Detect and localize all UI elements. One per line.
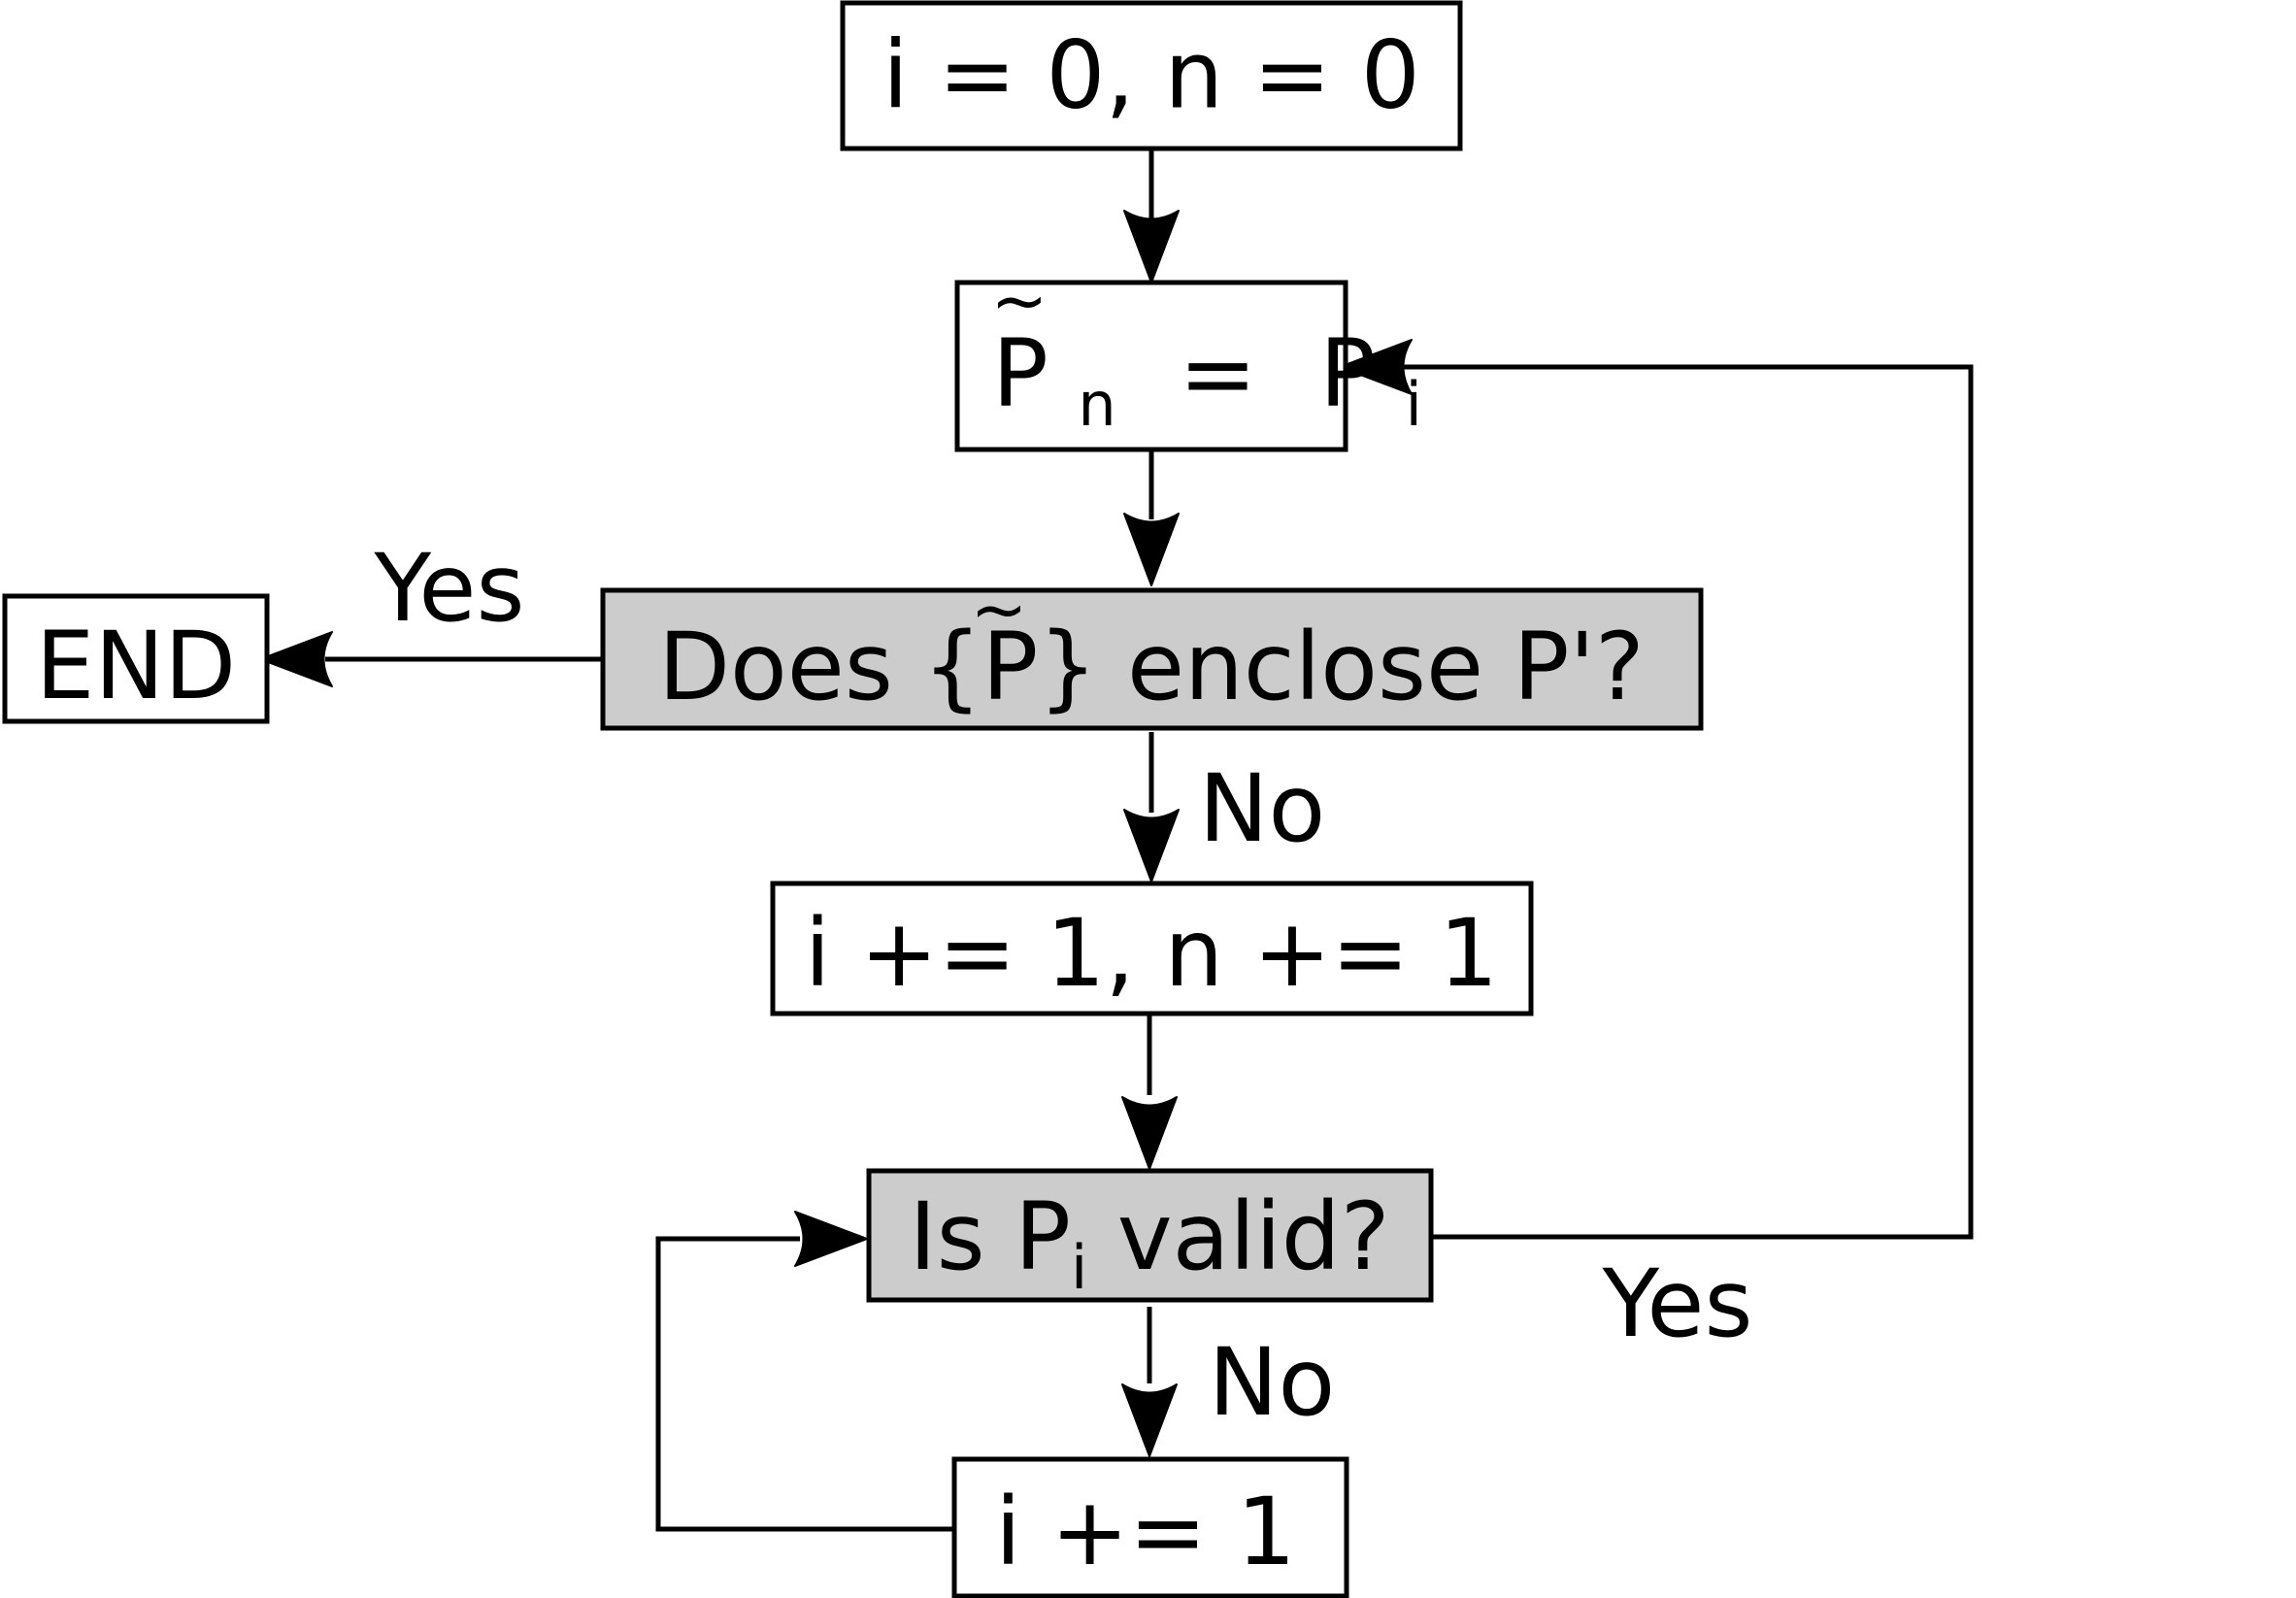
node-increment-i: i += 1 (951, 1456, 1349, 1598)
arrowhead-down-icon (1123, 809, 1180, 882)
node-end-label: END (36, 612, 236, 720)
node-enclose-check-label: Does {P} enclose P'? (658, 613, 1645, 721)
node-assign-equals: = (1179, 319, 1256, 428)
node-assign-label: P n = P i (992, 319, 1422, 448)
node-init-box (840, 0, 1463, 151)
node-assign-sub-i: i (1406, 369, 1422, 440)
node-enclose-check-box (600, 587, 1704, 731)
arrowhead-down-icon (1123, 513, 1180, 586)
node-valid-check-after: valid? (1087, 1182, 1389, 1291)
node-enclose-check-after: } enclose P'? (1038, 613, 1645, 721)
node-increment-i-box (951, 1456, 1349, 1598)
edge-label-enclose-no: No (1199, 754, 1326, 863)
node-assign-sub-n: n (1078, 369, 1115, 440)
node-assign-accent: ~ (991, 261, 1048, 341)
arrowhead-down-icon (1121, 1096, 1178, 1170)
node-init-label: i = 0, n = 0 (882, 20, 1420, 129)
arrowheads (259, 210, 1413, 1457)
node-enclose-check-base: P (982, 613, 1038, 721)
node-valid-check: Is Pi valid? (866, 1168, 1434, 1303)
edge-valid-yes-loop (1398, 364, 1974, 1240)
node-assign-box (954, 280, 1348, 452)
node-assign-base: P (992, 319, 1048, 428)
node-increment-both: i += 1, n += 1 (770, 881, 1534, 1016)
node-end: END (2, 593, 270, 724)
node-valid-check-label: Is Pi valid? (909, 1182, 1389, 1303)
node-end-box (2, 593, 270, 724)
arrowhead-left-icon (259, 631, 333, 687)
node-init: i = 0, n = 0 (840, 0, 1463, 151)
edges (325, 150, 1974, 1532)
node-valid-check-box (866, 1168, 1434, 1303)
node-valid-check-sub: i (1071, 1232, 1087, 1303)
edge-increment-i-loop (655, 1236, 953, 1532)
node-valid-check-before: Is P (909, 1182, 1071, 1291)
arrowhead-right-icon (794, 1211, 868, 1267)
node-enclose-check: ~ Does {P} enclose P'? (600, 570, 1704, 731)
edge-label-valid-no: No (1209, 1328, 1336, 1437)
arrowhead-left-icon (1339, 339, 1413, 395)
node-increment-both-box (770, 881, 1534, 1016)
edge-label-valid-yes: Yes (1602, 1249, 1753, 1358)
node-enclose-check-before: Does { (658, 613, 982, 721)
arrowhead-down-icon (1123, 210, 1180, 283)
node-increment-both-label: i += 1, n += 1 (805, 899, 1499, 1008)
node-assign-rhs: P (1319, 319, 1376, 428)
node-increment-i-label: i += 1 (995, 1478, 1296, 1586)
node-assign: ~ P n = P i (954, 261, 1422, 452)
arrowhead-down-icon (1121, 1383, 1178, 1457)
node-enclose-check-accent: ~ (971, 570, 1028, 649)
edge-label-enclose-yes: Yes (374, 534, 525, 643)
